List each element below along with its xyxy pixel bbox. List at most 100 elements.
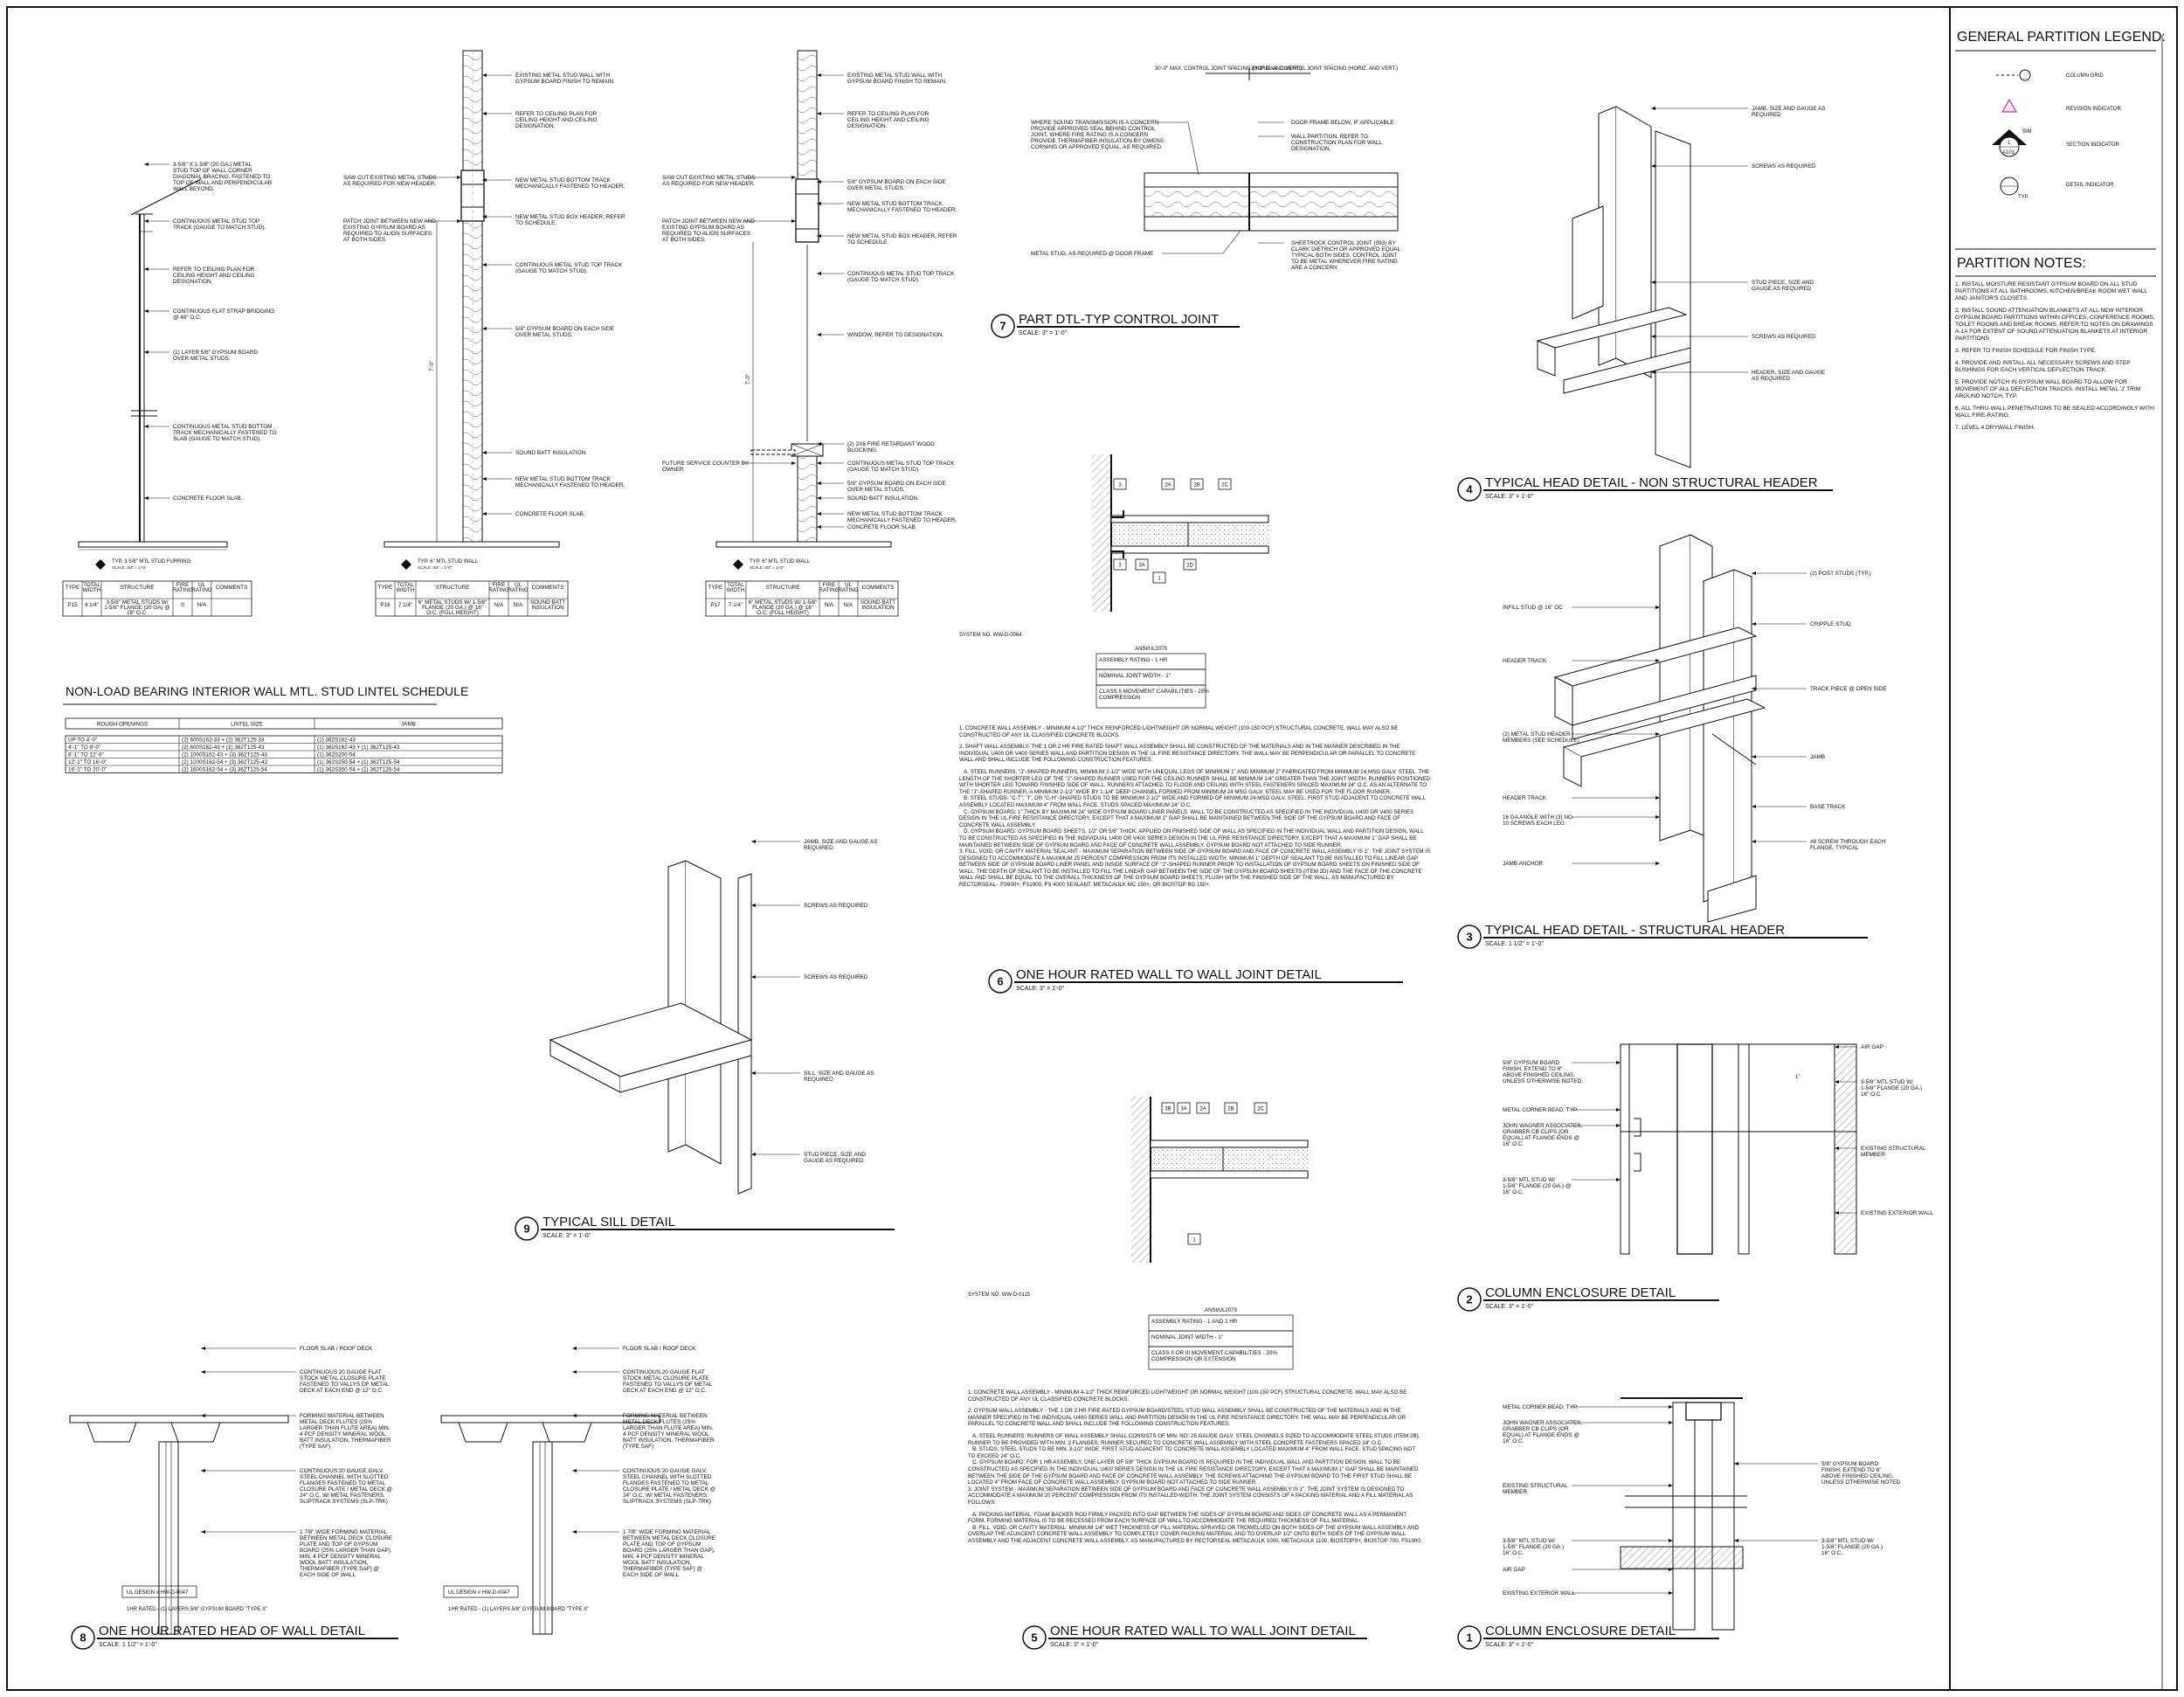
partition-note-4: 4. PROVIDE AND INSTALL ALL NECESSARY SCR… (1955, 360, 2131, 373)
detail-title-text-8: ONE HOUR RATED HEAD OF WALL DETAIL (99, 1624, 365, 1638)
detail-1-notes: METAL CORNER BEAD, TYP.JOHN WAGNER ASSOC… (1503, 1404, 1902, 1597)
detail-number-2: 2 (1466, 1292, 1472, 1306)
detail-8-notes-a: FLOOR SLAB / ROOF DECK CONTINUOUS 20 GAUG… (201, 1346, 392, 1578)
w1-note-3: CONTINUOUS FLAT STRAP BRIDGING@ 48" O.C. (173, 308, 274, 321)
lintel-cell-2-2: (1) 362S200-54 (317, 752, 356, 758)
svg-text:SCALE: 3/4" = 1'-0": SCALE: 3/4" = 1'-0" (112, 565, 147, 570)
d3-note-left-3: HEADER TRACK (1503, 795, 1547, 801)
cj-note-left-1: METAL STUD, AS REQUIRED @ DOOR FRAME (1031, 251, 1153, 257)
lintel-cell-3-1: (2) 1200S162-54 + (3) 362T125-43 (182, 759, 267, 765)
j5-tag-3: 2B (1227, 1107, 1234, 1112)
j5-note-7: B. FILL, VOID, OR CAVITY MATERIAL: MINIM… (968, 1524, 1422, 1544)
j5-ansi-row-2: CLASS II OR III MOVEMENT CAPABILITIES - … (1151, 1350, 1277, 1362)
w2-cell-0-4: N/A (514, 602, 523, 608)
d1-note-left-1: JOHN WAGNER ASSOCIATES,GRABBER CB CLIPS … (1503, 1420, 1582, 1444)
lintel-cell-3-2: (1) 362S250-54 + (1) 362T125-54 (317, 759, 400, 765)
lintel-header-2: JAMB (401, 722, 416, 728)
detail-scale-3: SCALE: 1 1/2" = 1'-0" (1485, 941, 1544, 947)
partition-legend: GENERAL PARTITION LEGEND: COLUMN GRID RE… (1955, 30, 2166, 250)
w1-header-5: COMMENTS (216, 585, 248, 591)
detail-title-text-7: PART DTL-TYP CONTROL JOINT (1019, 312, 1219, 327)
partition-note-7: 7. LEVEL 4 DRYWALL FINISH. (1955, 425, 2035, 431)
detail-title-text-5: ONE HOUR RATED WALL TO WALL JOINT DETAIL (1050, 1624, 1356, 1638)
w2-note-6: SOUND BATT INSULATION. (515, 450, 587, 456)
w1-note-6: CONCRETE FLOOR SLAB. (173, 495, 243, 502)
j6-note-2: A. STEEL RUNNERS: "J"-SHAPED RUNNERS, MI… (959, 768, 1431, 795)
w2-cell-0-1: 7 1/4" (398, 602, 412, 608)
wall-type-p15-section-mark: TYP. 3 5/8" MTL STUD FURRING SCALE: 3/4"… (95, 559, 190, 570)
detail-scale-6: SCALE: 3" = 1'-0" (1016, 986, 1065, 992)
detail-number-3: 3 (1466, 930, 1472, 943)
legend-item-section: SECTION INDICATOR (2066, 142, 2119, 148)
w2-cell-0-2: 6" METAL STUDS W/ 1-5/8"FLANGE (20 GA.) … (418, 599, 487, 616)
detail-title-text-4: TYPICAL HEAD DETAIL - NON STRUCTURAL HEA… (1485, 475, 1818, 490)
d3-note-right-0: (2) POST STUDS (TYP.) (1810, 571, 1871, 577)
j6-note-1: 2. SHAFT WALL ASSEMBLY- THE 1 OR 2 HR FI… (959, 744, 1418, 764)
w2-cell-0-3: N/A (494, 602, 504, 608)
detail-1-column-enclosure: METAL CORNER BEAD, TYP.JOHN WAGNER ASSOC… (1503, 1397, 1902, 1631)
d2-note-left-3: 3-5/8" MTL STUD W/1-5/8" FLANGE (20 GA.)… (1503, 1177, 1571, 1195)
detail-title-text-1: COLUMN ENCLOSURE DETAIL (1485, 1624, 1676, 1638)
w1-cell-0-3: 0 (181, 602, 184, 608)
d2-note-left-2: JOHN WAGNER ASSOCIATES,GRABBER CB CLIPS … (1503, 1123, 1582, 1147)
d3-note-left-0: INFILL STUD @ 16" OC (1503, 605, 1563, 611)
lintel-cell-0-2: (1) 362S162-43 (317, 738, 356, 744)
partition-note-2: 2. INSTALL SOUND ATTENUATION BLANKETS AT… (1955, 308, 2155, 342)
w2-note-4: CONTINUOUS METAL STUD TOP TRACK(GAUGE TO… (515, 262, 623, 274)
w3-cell-0-1: 7 1/4" (729, 602, 743, 608)
w1-cell-0-0: P15 (67, 602, 78, 608)
detail-8-section-a: UL DESIGN # HW-D-0047 1HR RATED - (1) LA… (69, 1415, 289, 1635)
j5-note-6: A. PACKING MATERIAL: FOAM BACKER ROD FIR… (968, 1511, 1408, 1525)
j5-note-2: A. STEEL RUNNERS: RUNNERS OF WALL ASSEMB… (968, 1432, 1421, 1446)
svg-text:SCALE: 3/4" = 1'-0": SCALE: 3/4" = 1'-0" (750, 565, 784, 570)
lintel-cell-1-2: (1) 362S162-43 + (1) 362T125-43 (317, 745, 400, 751)
j5-tag-2: 2A (1199, 1107, 1206, 1112)
detail-5-system-no: SYSTEM NO. WW-D-0115 (968, 1292, 1031, 1298)
d3-note-left-5: JAMB ANCHOR (1503, 861, 1544, 867)
svg-text:7'-0": 7'-0" (430, 361, 435, 371)
j6-tag-1: 2A (1165, 483, 1171, 488)
d1-note-left-5: EXISTING EXTERIOR WALL (1503, 1590, 1576, 1597)
j6-note-4: C. GYPSUM BOARD: 1" THICK BY MAXIMUM 24"… (959, 808, 1415, 828)
detail-number-5: 5 (1031, 1631, 1037, 1644)
j6-tag-3: 2C (1221, 483, 1228, 488)
d8b-note-3: CONTINUOUS 20 GAUGE GALV.STEEL CHANNEL W… (623, 1468, 715, 1505)
j6-ansi-row-2: CLASS II MOVEMENT CAPABILITIES - 25%COMP… (1099, 689, 1209, 701)
d8a-note-0: FLOOR SLAB / ROOF DECK (300, 1346, 373, 1352)
w1-header-0: TYPE (66, 585, 79, 591)
legend-item-detail: DETAIL INDICATOR (2066, 183, 2114, 188)
